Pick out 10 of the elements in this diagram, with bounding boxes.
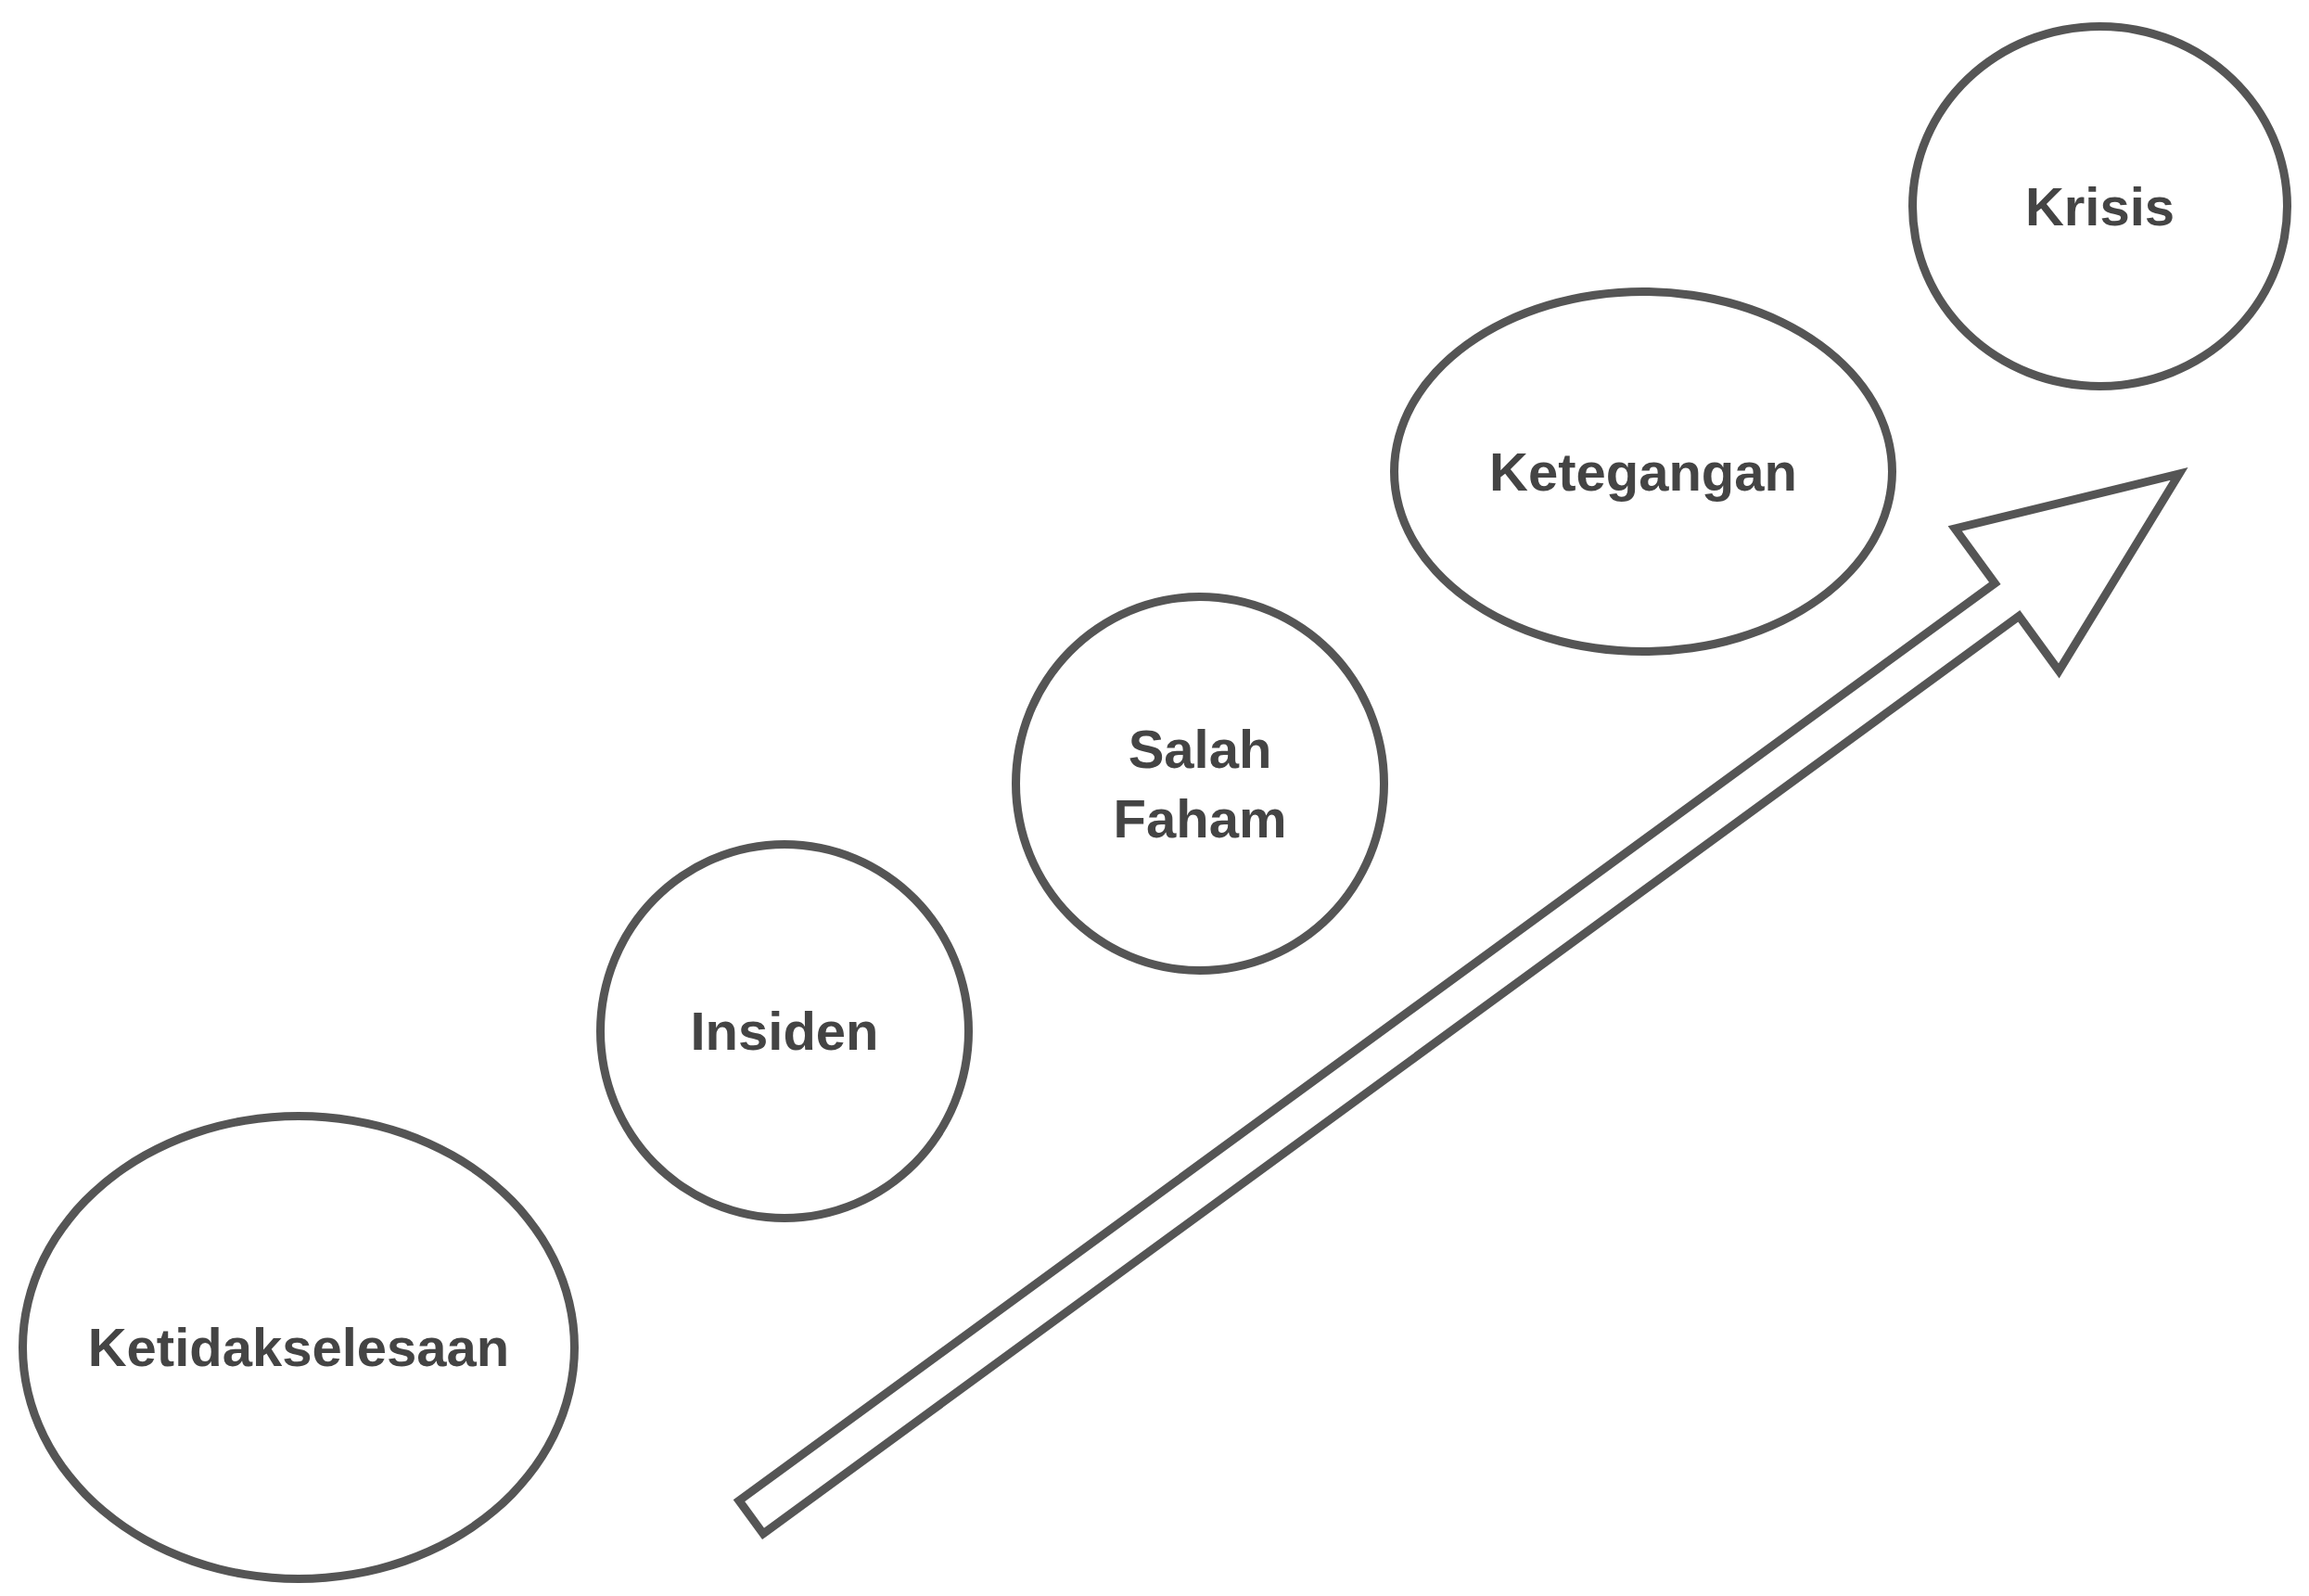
stage-ellipse [1390,287,1896,656]
stage-label: Salah Faham [1112,717,1288,850]
stage-ellipse [19,1112,579,1583]
stage-label: Ketegangan [1488,440,1798,504]
stage-label: Insiden [689,1000,880,1064]
stage-label: Krisis [2023,174,2176,238]
stage-ellipse [596,840,973,1222]
stage-ellipse [1012,593,1388,975]
stage-label: Ketidakselesaan [86,1316,511,1380]
stage-ellipse [1908,22,2291,390]
